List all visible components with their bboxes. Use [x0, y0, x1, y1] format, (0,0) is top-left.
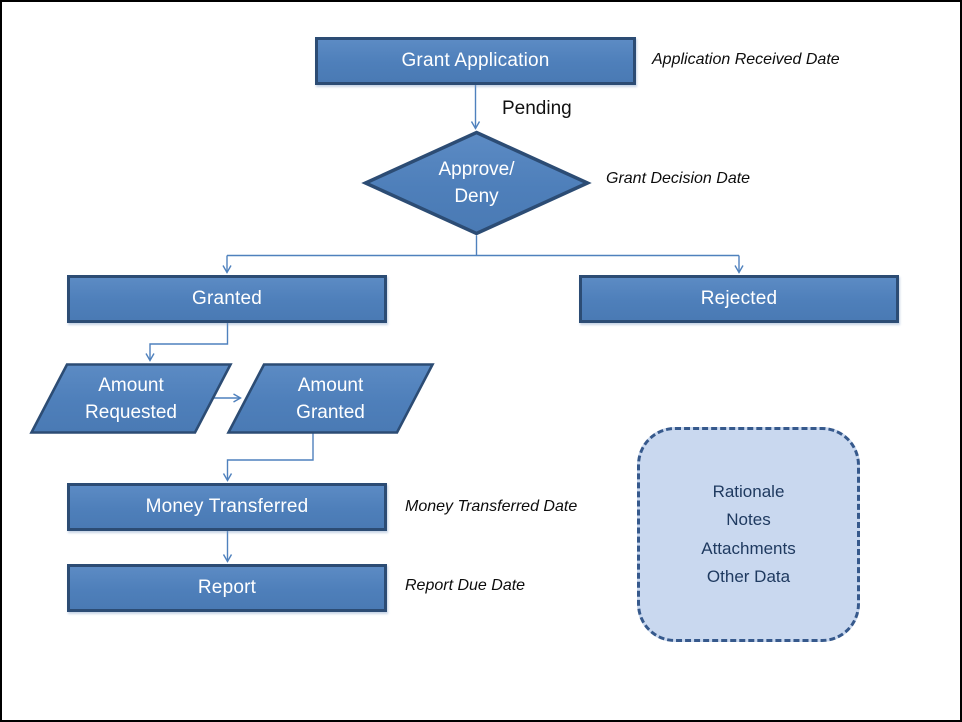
node-money-transferred: Money Transferred [67, 483, 387, 531]
notes-line-notes: Notes [726, 510, 771, 529]
node-grant-application: Grant Application [315, 37, 636, 85]
notes-line-other-data: Other Data [706, 567, 791, 586]
notes-line-rationale: Rationale [712, 481, 785, 501]
annotation-grant-decision-date: Grant Decision Date [606, 170, 751, 187]
annotation-report-due-date: Report Due Date [405, 577, 526, 594]
node-money-transferred-label: Money Transferred [145, 496, 309, 517]
node-granted: Granted [67, 275, 387, 323]
node-grant-application-label: Grant Application [401, 50, 550, 71]
decision-diamond-shape [361, 130, 592, 236]
node-report-label: Report [197, 577, 257, 598]
amount-requested-shape [29, 363, 233, 434]
notes-line-attachments: Attachments [701, 538, 796, 558]
amount-granted-shape [226, 363, 435, 434]
node-report: Report [67, 564, 387, 612]
edge-granted-to-amount-requested [145, 323, 229, 362]
node-rejected: Rejected [579, 275, 899, 323]
node-granted-label: Granted [191, 288, 263, 309]
annotation-money-transferred-date: Money Transferred Date [405, 498, 578, 515]
annotation-application-received-date: Application Received Date [652, 51, 840, 68]
notes-box: Rationale Notes Attachments Other Data [637, 427, 860, 642]
node-rejected-label: Rejected [700, 288, 778, 309]
edge-amount-granted-to-money-transferred [222, 433, 314, 482]
pending-edge-label: Pending [502, 98, 572, 119]
